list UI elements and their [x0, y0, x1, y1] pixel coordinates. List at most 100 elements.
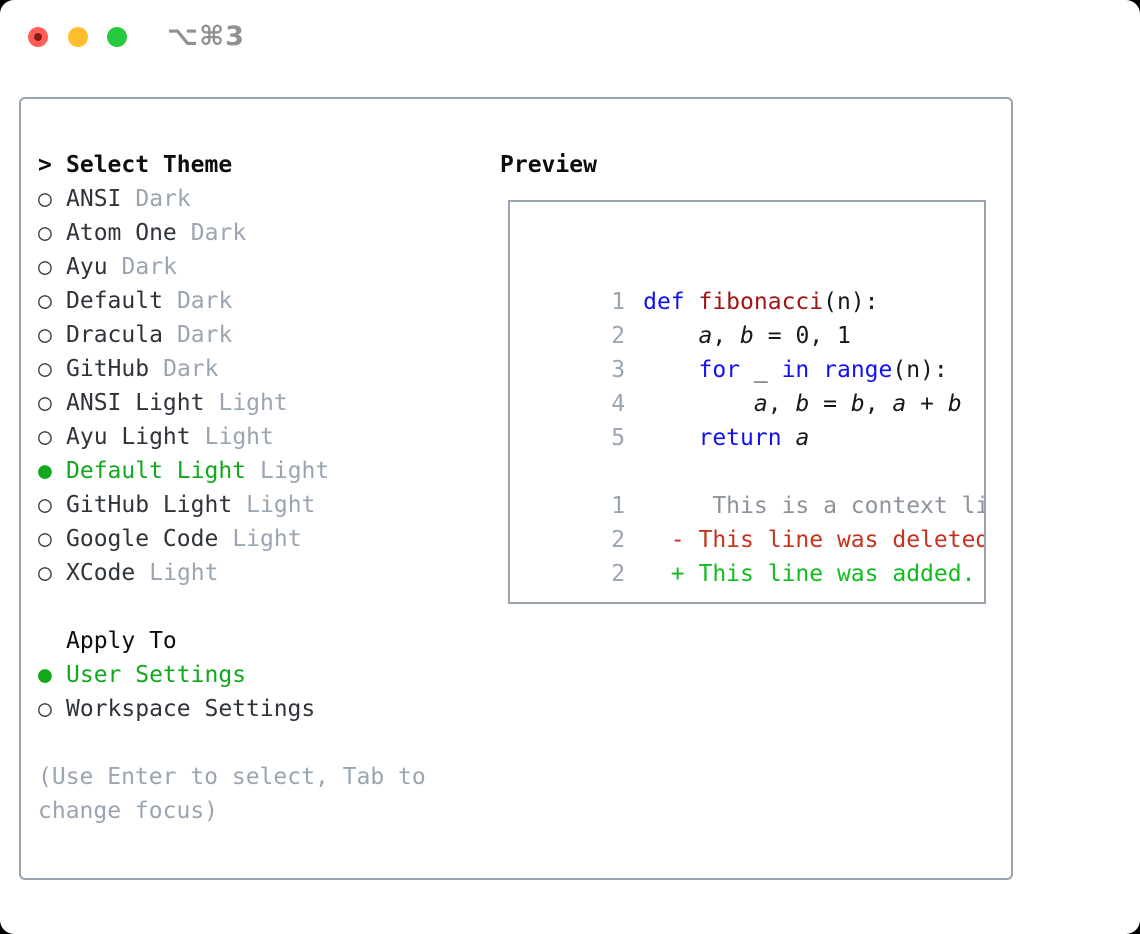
theme-variant: Dark [190, 220, 247, 246]
code-keyword: def [643, 289, 699, 315]
code-text [809, 357, 823, 383]
diff-deleted-text: - This line was deleted. [643, 527, 986, 553]
theme-option-default-dark[interactable]: ○ Default Dark [38, 284, 426, 318]
radio-on-icon: ● [38, 662, 52, 688]
help-text-line2: change focus) [38, 798, 219, 824]
code-keyword: return [698, 425, 782, 451]
code-variable: a [892, 391, 907, 417]
select-theme-header: > Select Theme [38, 148, 426, 182]
code-text: + [906, 391, 948, 417]
preview-title: Preview [500, 152, 597, 178]
line-number: 3 [611, 357, 626, 383]
code-variable: b [795, 391, 810, 417]
theme-variant: Light [232, 526, 302, 552]
code-variable: b [850, 391, 865, 417]
radio-off-icon: ○ [38, 424, 52, 450]
code-text: = 0, 1 [753, 323, 851, 349]
radio-off-icon: ○ [38, 390, 52, 416]
theme-variant: Dark [163, 356, 219, 382]
code-text: , [864, 391, 893, 417]
code-text [643, 425, 698, 451]
line-number: 2 [611, 527, 626, 553]
code-variable: b [740, 323, 754, 349]
theme-option-ayu-dark[interactable]: ○ Ayu Dark [38, 250, 426, 284]
option-label: Workspace Settings [66, 696, 316, 722]
code-variable: b [947, 391, 962, 417]
window-title: ⌥⌘3 [167, 21, 245, 52]
diff-context-line: 1 This is a context line. [528, 455, 984, 519]
diff-context-text: This is a context line. [712, 493, 984, 519]
theme-selector: > Select Theme ○ ANSI Dark ○ Atom One Da… [38, 148, 426, 828]
theme-option-github-dark[interactable]: ○ GitHub Dark [38, 352, 426, 386]
code-line: 2 a, b = 0, 1 [528, 285, 984, 349]
theme-name: ANSI [66, 186, 122, 212]
apply-to-header: Apply To [38, 624, 426, 658]
theme-option-atom-one-dark[interactable]: ○ Atom One Dark [38, 216, 426, 250]
theme-option-ayu-light[interactable]: ○ Ayu Light Light [38, 420, 426, 454]
code-function: fibonacci [698, 289, 824, 315]
theme-name: Atom One [66, 220, 177, 246]
code-keyword: range [823, 357, 893, 383]
theme-name: Ayu Light [66, 424, 191, 450]
code-text [643, 357, 698, 383]
theme-option-ansi-dark[interactable]: ○ ANSI Dark [38, 182, 426, 216]
theme-name: GitHub [66, 356, 150, 382]
theme-variant: Dark [121, 254, 177, 280]
line-number: 4 [611, 391, 626, 417]
gap [38, 726, 426, 760]
code-line: 4 a, b = b, a + b [528, 353, 984, 417]
theme-option-ansi-light[interactable]: ○ ANSI Light Light [38, 386, 426, 420]
radio-off-icon: ○ [38, 492, 52, 518]
theme-option-google-code[interactable]: ○ Google Code Light [38, 522, 426, 556]
gap [38, 590, 426, 624]
code-text: , [767, 391, 796, 417]
code-line: 5 return a [528, 387, 984, 451]
diff-deleted-line: 2 - This line was deleted. [528, 489, 984, 553]
line-number: 2 [611, 323, 626, 349]
code-text: = [809, 391, 851, 417]
radio-off-icon: ○ [38, 288, 52, 314]
code-text: _ [740, 357, 782, 383]
code-text: (n): [823, 289, 879, 315]
radio-off-icon: ○ [38, 356, 52, 382]
theme-option-dracula-dark[interactable]: ○ Dracula Dark [38, 318, 426, 352]
minimize-button[interactable] [68, 27, 88, 47]
marker-blank [38, 624, 66, 658]
theme-name: ANSI Light [66, 390, 205, 416]
code-text: , [712, 323, 741, 349]
close-button[interactable] [28, 27, 48, 47]
theme-name: Ayu [66, 254, 108, 280]
code-text [643, 323, 698, 349]
radio-off-icon: ○ [38, 526, 52, 552]
radio-on-icon: ● [38, 458, 52, 484]
theme-option-xcode[interactable]: ○ XCode Light [38, 556, 426, 590]
theme-name: Default Light [66, 458, 247, 484]
radio-off-icon: ○ [38, 254, 52, 280]
prompt-icon: > [38, 152, 52, 178]
code-text [782, 425, 796, 451]
code-variable: a [698, 323, 713, 349]
theme-option-github-light[interactable]: ○ GitHub Light Light [38, 488, 426, 522]
zoom-button[interactable] [107, 27, 127, 47]
theme-variant: Light [218, 390, 288, 416]
radio-off-icon: ○ [38, 560, 52, 586]
theme-variant: Light [246, 492, 316, 518]
theme-variant: Light [260, 458, 330, 484]
code-keyword: for [698, 357, 741, 383]
code-text [643, 391, 754, 417]
theme-name: Google Code [66, 526, 219, 552]
apply-option-workspace-settings[interactable]: ○ Workspace Settings [38, 692, 426, 726]
theme-variant: Dark [135, 186, 191, 212]
theme-variant: Dark [176, 322, 233, 348]
section-title: Select Theme [66, 152, 233, 178]
radio-off-icon: ○ [38, 696, 52, 722]
radio-off-icon: ○ [38, 322, 52, 348]
apply-option-user-settings[interactable]: ● User Settings [38, 658, 426, 692]
code-variable: a [753, 391, 768, 417]
theme-variant: Light [204, 424, 274, 450]
theme-option-default-light[interactable]: ● Default Light Light [38, 454, 426, 488]
section-title: Apply To [66, 628, 177, 654]
